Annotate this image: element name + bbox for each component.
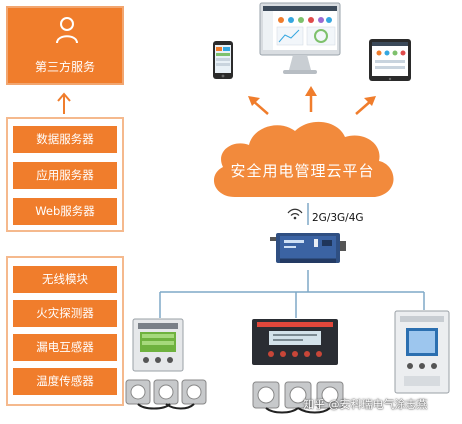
tablet-icon	[369, 39, 411, 81]
watermark-text: 知乎 @安科瑞电气涂志燕	[303, 398, 428, 411]
third-party-service-box: 第三方服务	[6, 6, 124, 85]
leakage-transformer-box: 漏电互感器	[13, 334, 117, 361]
wifi-signal-icon	[287, 208, 303, 220]
sensor-group: 无线模块 火灾探测器 漏电互感器 温度传感器	[6, 256, 124, 406]
network-label: 2G/3G/4G	[312, 212, 364, 224]
desktop-monitor-icon	[259, 2, 341, 74]
distribution-cabinet-icon	[394, 310, 450, 394]
wireless-module-box: 无线模块	[13, 266, 117, 293]
monitoring-device-icon	[252, 319, 338, 365]
temperature-sensor-box: 温度传感器	[13, 368, 117, 395]
fire-detector-box: 火灾探测器	[13, 300, 117, 327]
smartphone-icon	[213, 41, 233, 79]
cloud-to-devices-arrows	[248, 86, 376, 115]
current-transformer-icon	[252, 381, 344, 414]
current-transformer-icon	[125, 379, 207, 410]
third-party-label: 第三方服务	[34, 60, 95, 74]
user-icon	[56, 17, 78, 44]
gateway-device-icon	[270, 233, 346, 263]
data-server-box: 数据服务器	[13, 126, 117, 153]
cloud-platform-label: 安全用电管理云平台	[230, 162, 375, 180]
server-group: 数据服务器 应用服务器 Web服务器	[6, 117, 124, 232]
arrow-up-icon	[57, 92, 71, 114]
web-server-box: Web服务器	[13, 198, 117, 225]
cloud-platform-shape	[213, 121, 394, 197]
app-server-box: 应用服务器	[13, 162, 117, 189]
power-meter-icon	[132, 318, 184, 372]
